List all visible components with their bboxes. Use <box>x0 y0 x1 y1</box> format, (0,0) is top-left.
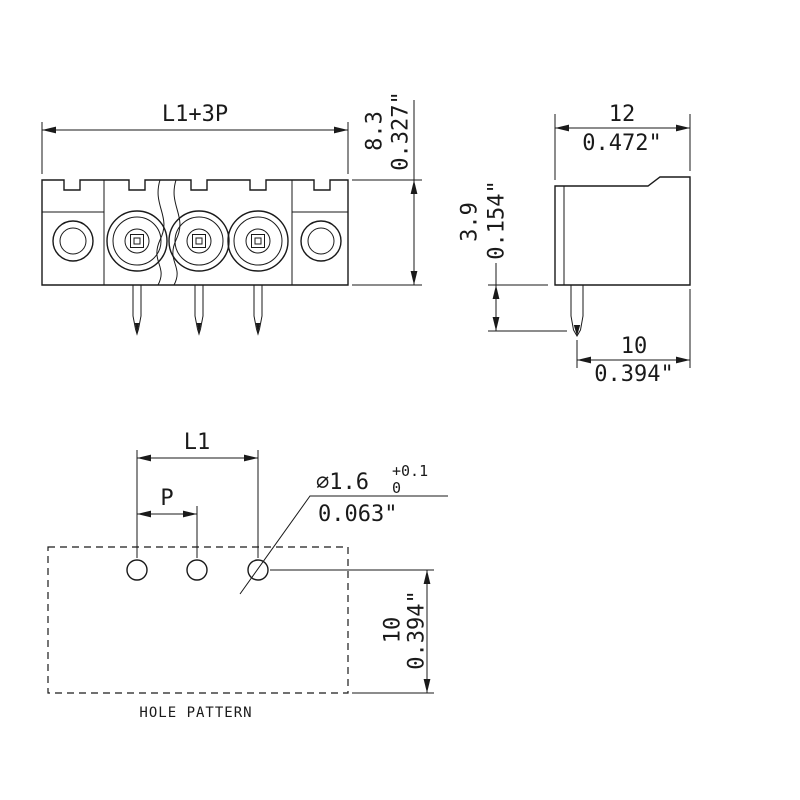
hole-spacing-dimension: 10 0.394" <box>270 569 434 694</box>
hole-1 <box>126 559 148 581</box>
hole-pattern-title: HOLE PATTERN <box>139 705 252 721</box>
side-pin-in: 0.154" <box>485 180 510 259</box>
side-body-outline <box>554 176 691 286</box>
front-width-label: L1+3P <box>162 102 228 127</box>
front-body-outline <box>41 179 349 286</box>
side-depth-dimension: 10 0.394" <box>576 289 691 387</box>
front-terminal-1 <box>106 210 168 272</box>
hole-l1-label: L1 <box>184 430 211 455</box>
front-pins <box>132 285 263 336</box>
side-pin <box>570 285 584 337</box>
front-flange-hole-right-inner <box>307 227 335 255</box>
hole-diameter-callout: ⌀1.6 +0.1 0 0.063" <box>239 462 448 595</box>
front-view: L1+3P 8.3 0.327" <box>41 91 422 336</box>
hole-tol-plus: +0.1 <box>392 462 428 480</box>
hole-dia-in: 0.063" <box>318 502 397 527</box>
hole-p-label: P <box>160 486 173 511</box>
hole-l1-dimension: L1 <box>136 430 259 558</box>
side-depth-mm: 10 <box>621 334 648 359</box>
side-depth-in: 0.394" <box>594 362 673 387</box>
hole-3 <box>247 559 269 581</box>
side-width-mm: 12 <box>609 102 636 127</box>
hole-pattern-view: L1 P ⌀1.6 +0.1 0 0.063" 10 0.394" HOLE P… <box>47 430 448 721</box>
front-flange-hole-left-outer <box>52 220 94 262</box>
hole-spacing-mm: 10 <box>381 617 406 644</box>
front-flange-hole-left-inner <box>59 227 87 255</box>
hole-pattern-board-outline <box>47 546 349 694</box>
hole-2 <box>186 559 208 581</box>
side-pin-dimension: 3.9 0.154" <box>458 180 567 332</box>
front-height-dimension: 8.3 0.327" <box>352 91 422 286</box>
front-width-dimension: L1+3P <box>41 102 349 174</box>
front-height-mm: 8.3 <box>363 111 388 151</box>
hole-p-dimension: P <box>137 486 198 558</box>
side-width-in: 0.472" <box>582 131 661 156</box>
front-flange-hole-right-outer <box>300 220 342 262</box>
side-pin-mm: 3.9 <box>458 202 483 242</box>
side-width-dimension: 12 0.472" <box>554 102 691 180</box>
leader-line <box>239 495 448 595</box>
hole-tol-zero: 0 <box>392 479 401 497</box>
side-view: 12 0.472" 3.9 0.154" 10 0.394" <box>458 102 691 387</box>
break-line-1 <box>156 179 165 286</box>
hole-spacing-in: 0.394" <box>405 590 430 669</box>
break-line-2 <box>172 179 181 286</box>
front-terminal-3 <box>227 210 289 272</box>
front-height-in: 0.327" <box>389 91 414 170</box>
hole-dia-mm: ⌀1.6 <box>316 470 369 495</box>
front-terminal-2 <box>168 210 230 272</box>
